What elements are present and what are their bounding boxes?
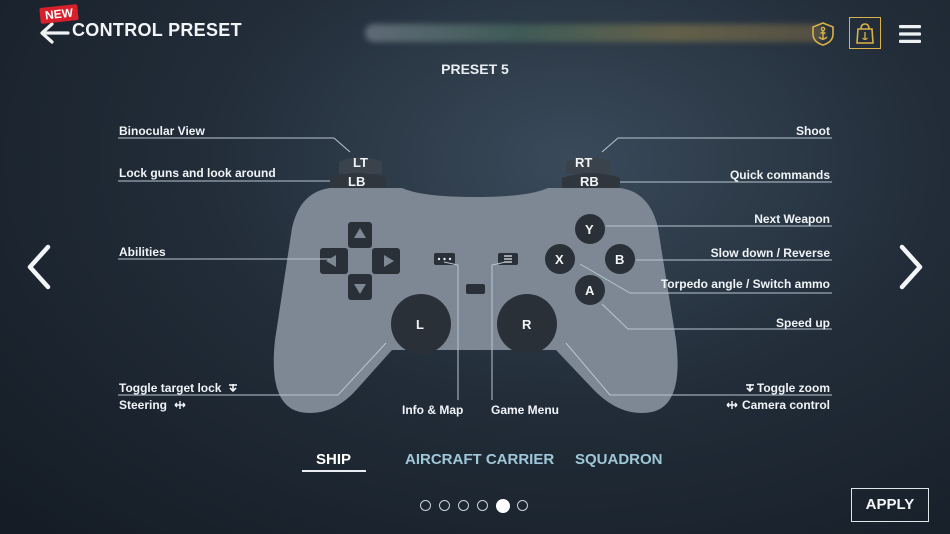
tab-aircraft-carrier[interactable]: AIRCRAFT CARRIER (405, 451, 555, 468)
preset-title: PRESET 5 (441, 61, 509, 77)
a-button-label: A (585, 283, 595, 298)
y-button-label: Y (585, 222, 594, 237)
apply-button[interactable]: APPLY (851, 488, 929, 522)
controller-body (273, 188, 678, 413)
preset-dot-2[interactable] (439, 500, 450, 511)
line-torpedo (579, 263, 832, 294)
line-binocular (118, 137, 351, 153)
preset-dot-4[interactable] (477, 500, 488, 511)
lb-label: LB (348, 174, 366, 189)
resource-bar-blurred (365, 24, 825, 42)
rt-label: RT (575, 155, 593, 170)
lt-label: LT (353, 155, 368, 170)
shop-bag-button[interactable] (849, 17, 881, 49)
tab-ship[interactable]: SHIP (316, 451, 352, 468)
mapping-camera-control: Camera control (726, 398, 830, 412)
previous-preset-arrow-icon[interactable] (24, 243, 54, 291)
mapping-torpedo-angle: Torpedo angle / Switch ammo (660, 277, 830, 291)
press-down-icon (745, 384, 754, 393)
stick-move-icon (174, 401, 186, 409)
line-speed-up (601, 303, 832, 330)
back-arrow-icon[interactable] (38, 20, 74, 46)
active-tab-underline (302, 470, 366, 472)
mapping-shoot: Shoot (796, 124, 830, 138)
mapping-next-weapon: Next Weapon (754, 212, 830, 226)
mapping-abilities: Abilities (119, 245, 166, 259)
rt-trigger (566, 157, 610, 174)
press-down-icon (228, 384, 237, 393)
mapping-steering: Steering (119, 398, 186, 412)
mapping-binocular-view: Binocular View (119, 124, 205, 138)
left-stick-label: L (416, 317, 424, 332)
x-button-shape (545, 244, 575, 274)
stick-move-icon (726, 401, 738, 409)
preset-dot-1[interactable] (420, 500, 431, 511)
next-preset-arrow-icon[interactable] (896, 243, 926, 291)
lt-trigger (339, 157, 382, 174)
tab-squadron[interactable]: SQUADRON (575, 451, 663, 468)
b-button-label: B (615, 252, 625, 267)
line-toggle-target (118, 342, 387, 396)
preset-dot-6[interactable] (517, 500, 528, 511)
line-game-menu (491, 261, 507, 400)
anchor-shield-icon[interactable] (812, 22, 834, 46)
y-button-shape (575, 214, 605, 244)
line-info-map (443, 261, 459, 400)
b-button-shape (605, 244, 635, 274)
right-stick-label: R (522, 317, 532, 332)
shop-bag-icon (856, 23, 874, 44)
right-stick (497, 294, 557, 354)
x-button-label: X (555, 252, 564, 267)
mapping-toggle-zoom: Toggle zoom (745, 381, 830, 395)
mapping-lock-guns: Lock guns and look around (119, 166, 276, 180)
hamburger-menu-icon[interactable] (899, 25, 921, 43)
rb-label: RB (580, 174, 599, 189)
page-title: CONTROL PRESET (72, 20, 242, 40)
line-shoot (601, 137, 832, 153)
line-toggle-zoom (565, 342, 832, 396)
mapping-slow-down: Slow down / Reverse (710, 246, 830, 260)
left-stick (391, 294, 451, 354)
mapping-game-menu: Game Menu (491, 403, 560, 417)
a-button-shape (575, 275, 605, 305)
mapping-toggle-target-lock: Toggle target lock (119, 381, 238, 395)
preset-dot-3[interactable] (458, 500, 469, 511)
mapping-speed-up: Speed up (775, 316, 830, 330)
share-button (466, 284, 485, 294)
mapping-info-map: Info & Map (402, 403, 464, 417)
mapping-quick-commands: Quick commands (729, 168, 830, 182)
preset-dot-5[interactable] (496, 499, 510, 513)
